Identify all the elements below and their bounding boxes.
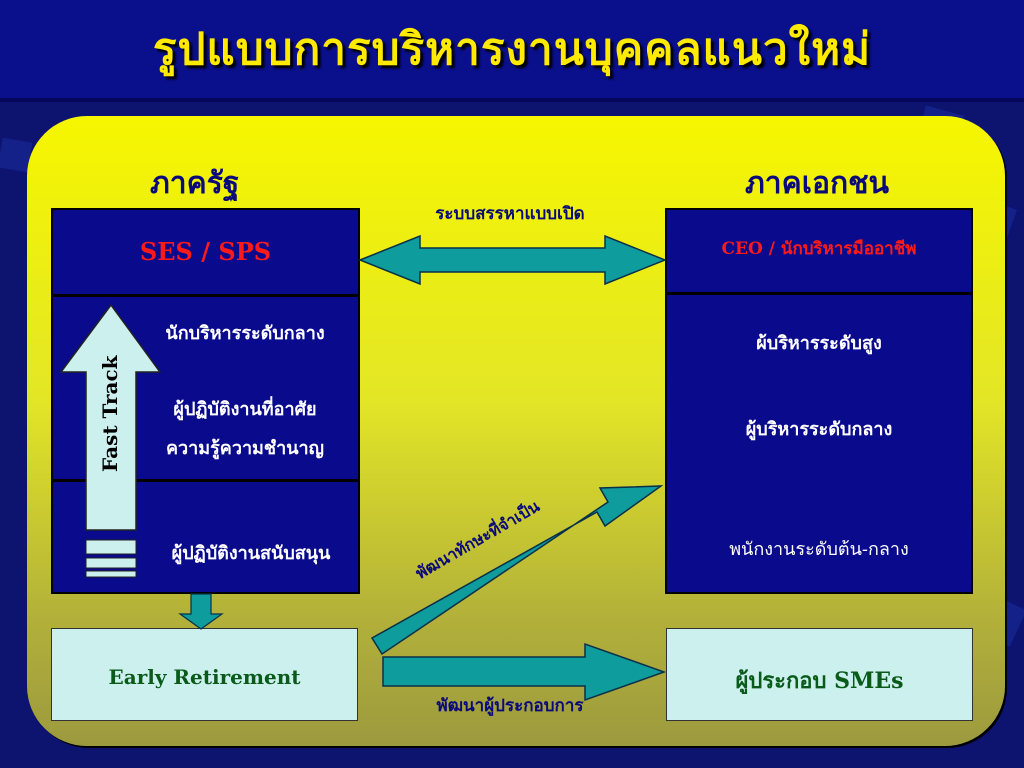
open-recruit-label: ระบบสรรหาแบบเปิด: [435, 204, 585, 224]
private-sector-box: [665, 208, 973, 594]
private-sector-heading: ภาคเอกชน: [745, 166, 889, 201]
entrepreneur-arrow: [382, 642, 667, 702]
fast-track-step-3: [85, 570, 137, 578]
retirement-down-arrow: [178, 593, 224, 630]
senior-executive-label: ผ้บริหารระดับสูง: [756, 333, 882, 354]
support-staff-label: ผู้ปฏิบัติงานสนับสนุน: [171, 543, 331, 564]
skills-development-arrow: [370, 485, 664, 656]
private-middle-manager-label: ผู้บริหารระดับกลาง: [745, 419, 893, 440]
early-retirement-label: Early Retirement: [108, 665, 301, 689]
title-rule: [0, 98, 1024, 102]
title-bar: [0, 0, 1024, 102]
fast-track-label: Fast Track: [98, 355, 122, 472]
fast-track-step-2: [85, 557, 137, 569]
fast-track-arrow: [59, 303, 162, 531]
ses-sps-label: SES / SPS: [139, 237, 272, 266]
fast-track-step-1: [85, 539, 137, 555]
sme-label: ผู้ประกอบ SMEs: [735, 668, 904, 694]
junior-staff-label: พนักงานระดับต้น-กลาง: [729, 539, 909, 560]
middle-manager-label: นักบริหารระดับกลาง: [165, 323, 325, 344]
early-retirement-box: Early Retirement: [51, 628, 358, 721]
knowledge-worker-line2: ความรู้ความชำนาญ: [166, 438, 324, 459]
public-divider-bottom: [51, 479, 360, 482]
sme-box: ผู้ประกอบ SMEs: [666, 628, 973, 721]
private-divider: [665, 292, 973, 295]
knowledge-worker-line1: ผู้ปฏิบัติงานที่อาศัย: [173, 399, 317, 420]
page-title: รูปแบบการบริหารงานบุคคลแนวใหม่: [152, 24, 872, 75]
entrepreneur-label: พัฒนาผู้ประกอบการ: [436, 696, 584, 716]
public-sector-heading: ภาครัฐ: [150, 166, 240, 201]
public-divider-top: [51, 294, 360, 297]
ceo-label: CEO / นักบริหารมืออาชีพ: [721, 239, 917, 259]
open-recruit-double-arrow: [357, 234, 668, 286]
